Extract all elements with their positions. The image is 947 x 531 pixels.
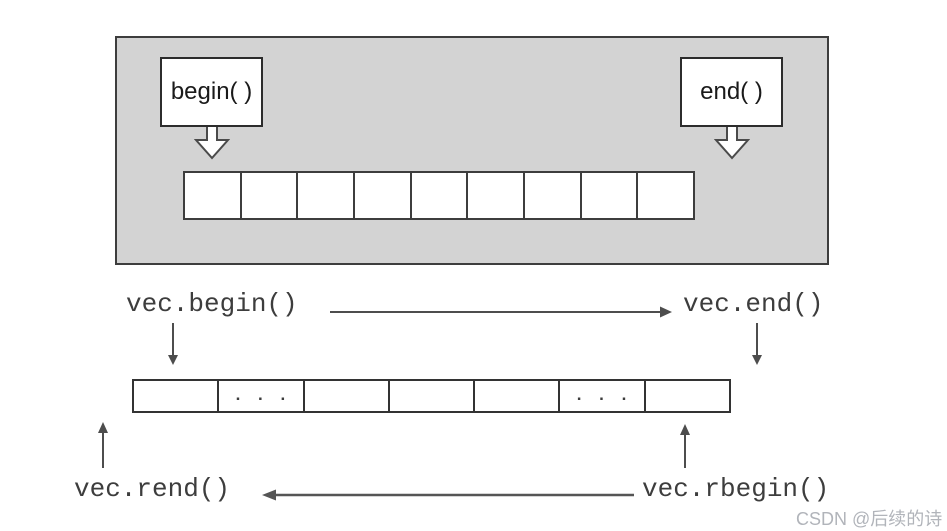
begin-pointer-down-arrow-icon	[168, 323, 178, 365]
vector-cell	[134, 381, 220, 411]
vector-cell	[582, 173, 639, 218]
vector-cell: . . .	[219, 381, 305, 411]
vector-cell	[412, 173, 469, 218]
vec-rbegin-label: vec.rbegin()	[642, 474, 830, 504]
end-hollow-down-arrow-icon	[714, 127, 750, 160]
vector-cell	[355, 173, 412, 218]
vector-cell	[298, 173, 356, 218]
begin-box: begin( )	[160, 57, 263, 127]
end-box: end( )	[680, 57, 783, 127]
rbegin-pointer-up-arrow-icon	[680, 424, 690, 468]
vector-cell	[305, 381, 390, 411]
vec-begin-label: vec.begin()	[126, 289, 298, 319]
watermark-text: CSDN @后续的诗	[796, 509, 943, 529]
rend-pointer-up-arrow-icon	[98, 422, 108, 468]
end-box-label: end( )	[700, 78, 763, 105]
vector-cell	[185, 173, 242, 218]
vector-cell	[242, 173, 299, 218]
rbegin-to-rend-arrow-icon	[262, 489, 634, 501]
top-vector-row	[183, 171, 695, 220]
vector-cell	[390, 381, 476, 411]
begin-to-end-arrow-icon	[330, 306, 672, 318]
vec-end-label: vec.end()	[683, 289, 824, 319]
begin-hollow-down-arrow-icon	[194, 127, 230, 160]
begin-box-label: begin( )	[170, 78, 253, 105]
top-diagram-panel: begin( ) end( )	[115, 36, 829, 265]
bottom-vector-row: . . . . . .	[132, 379, 731, 413]
vector-cell	[646, 381, 729, 411]
vector-cell	[638, 173, 693, 218]
vector-cell	[475, 381, 561, 411]
vec-rend-label: vec.rend()	[74, 474, 231, 504]
end-pointer-down-arrow-icon	[752, 323, 762, 365]
vector-cell	[468, 173, 526, 218]
vector-cell: . . .	[560, 381, 646, 411]
vector-cell	[525, 173, 582, 218]
